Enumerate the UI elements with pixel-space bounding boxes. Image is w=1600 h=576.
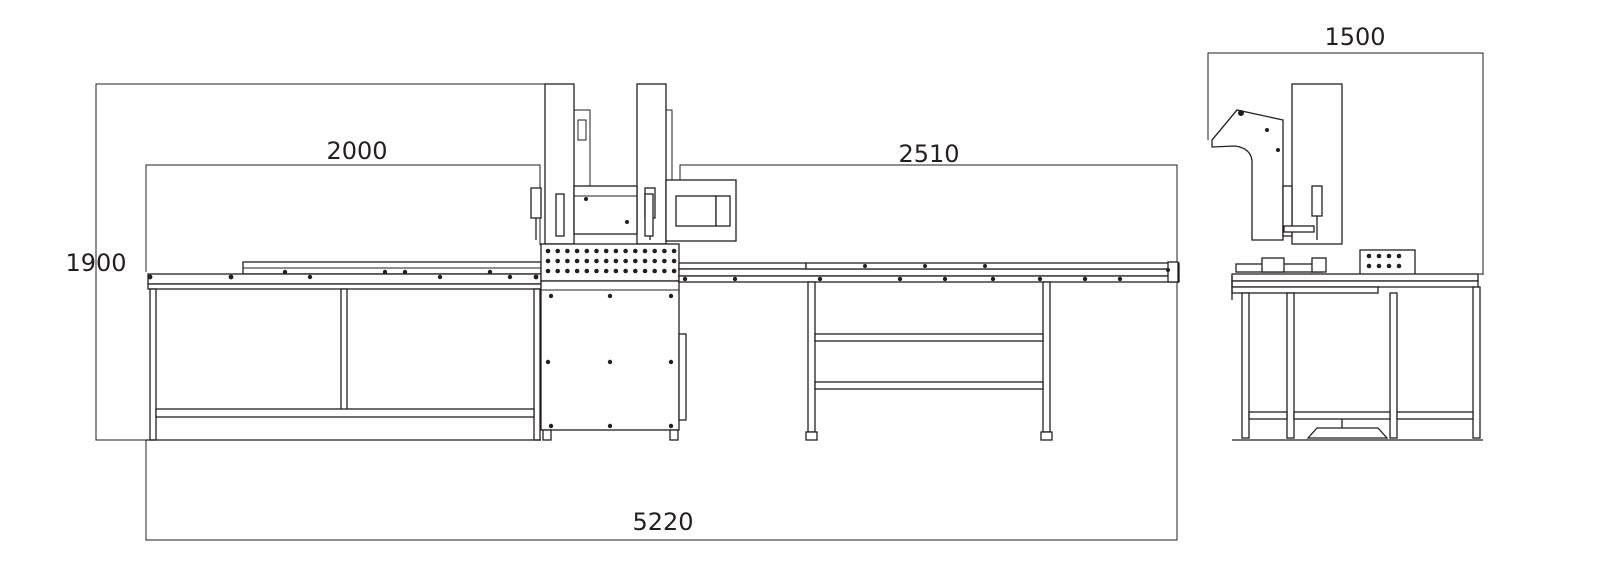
perforation-hole (613, 258, 619, 264)
perforation-hole (584, 268, 590, 274)
perforation-hole (603, 268, 609, 274)
perforation-hole (652, 248, 657, 254)
perforation-hole (1366, 253, 1372, 259)
front-view (146, 83, 1180, 441)
perforation-hole (662, 258, 667, 264)
perforation-hole (603, 258, 609, 264)
perforation-hole (623, 248, 628, 254)
main-machine-body (530, 83, 737, 441)
perforation-hole (623, 268, 628, 274)
perforation-hole (642, 248, 648, 254)
perforation-hole (642, 258, 648, 264)
dimension-label-2000: 2000 (326, 137, 387, 165)
perforation-hole (613, 248, 619, 254)
perforation-hole (671, 268, 677, 274)
perforation-hole (1396, 263, 1402, 269)
dimension-label-5220: 5220 (632, 508, 693, 536)
perforation-hole (613, 268, 619, 274)
left-table-bolts (147, 269, 539, 280)
perforation-hole (1386, 253, 1392, 259)
right-table-bolts (682, 264, 1170, 282)
perforation-hole (1366, 263, 1372, 269)
dimension-label-2510: 2510 (898, 140, 959, 168)
perforation-grid (545, 248, 677, 274)
perforation-hole (594, 268, 599, 274)
dimension-label-1900: 1900 (65, 249, 126, 277)
perforation-hole (642, 268, 648, 274)
dimension-label-1500: 1500 (1324, 23, 1385, 51)
perforation-hole (584, 248, 590, 254)
perforation-hole (545, 248, 551, 254)
perforation-hole (565, 268, 570, 274)
perforation-hole (633, 258, 638, 264)
perforation-hole (565, 248, 570, 254)
perforation-hole (652, 258, 657, 264)
perforation-hole (574, 268, 580, 274)
perforation-hole (671, 248, 677, 254)
perforation-hole (1376, 253, 1382, 259)
perforation-hole (652, 268, 657, 274)
side-perforation-grid (1366, 253, 1402, 269)
perforation-hole (603, 248, 609, 254)
perforation-hole (594, 248, 599, 254)
cabinet-bolts (545, 197, 674, 429)
perforation-hole (1386, 263, 1392, 269)
perforation-hole (555, 268, 560, 274)
perforation-hole (1396, 253, 1402, 259)
perforation-hole (662, 268, 667, 274)
perforation-hole (671, 258, 677, 264)
right-outfeed-table (678, 261, 1180, 441)
perforation-hole (574, 258, 580, 264)
perforation-hole (594, 258, 599, 264)
side-view (1211, 83, 1483, 441)
perforation-hole (584, 258, 590, 264)
perforation-hole (545, 258, 551, 264)
dimension-lines (95, 52, 1484, 541)
perforation-hole (623, 258, 628, 264)
left-infeed-table (146, 261, 542, 441)
perforation-hole (565, 258, 570, 264)
perforation-hole (574, 248, 580, 254)
perforation-hole (555, 248, 560, 254)
perforation-hole (1376, 263, 1382, 269)
perforation-hole (633, 248, 638, 254)
perforation-hole (633, 268, 638, 274)
perforation-hole (555, 258, 560, 264)
perforation-hole (545, 268, 551, 274)
perforation-hole (662, 248, 667, 254)
